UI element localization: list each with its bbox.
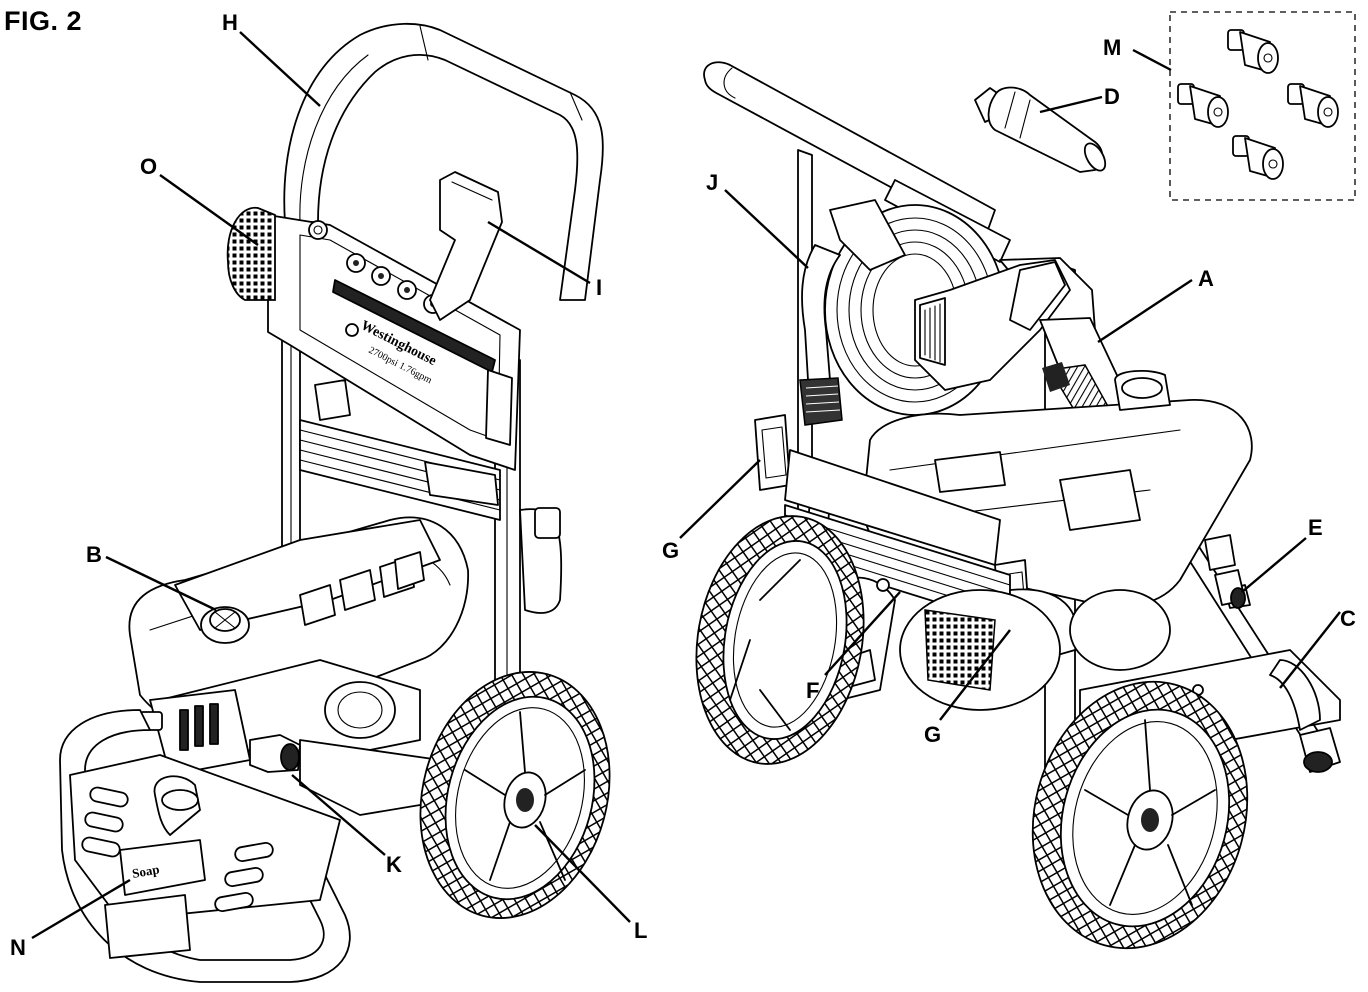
nozzle-tips-box <box>1169 11 1356 201</box>
base-frame: Soap <box>59 709 451 983</box>
leader-G2 <box>939 629 1011 721</box>
gun-holster <box>429 171 503 321</box>
leader-H <box>239 31 321 107</box>
leader-O <box>159 174 259 246</box>
leader-G1 <box>679 459 761 539</box>
pump <box>139 689 301 776</box>
soap-tray-ribs <box>81 786 274 912</box>
callout-L: L <box>634 918 647 943</box>
nozzle-tip <box>1177 83 1229 128</box>
callout-E: E <box>1308 515 1323 540</box>
leader-J <box>724 189 809 269</box>
callout-G-lower: G <box>924 722 941 747</box>
handle <box>283 22 604 301</box>
callout-H: H <box>222 10 238 35</box>
callout-N: N <box>10 935 26 960</box>
leader-N <box>31 878 131 940</box>
callout-O: O <box>140 154 157 179</box>
leader-I <box>487 220 591 285</box>
rear-wheel-right <box>1031 680 1249 950</box>
leader-F <box>824 591 901 676</box>
callout-C: C <box>1340 606 1356 631</box>
callout-I: I <box>596 275 602 300</box>
right-pressure-washer <box>695 11 1356 950</box>
left-pressure-washer: Westinghouse 2700psi 1.76gpm <box>59 22 611 983</box>
water-inlet <box>1214 569 1246 609</box>
engine-fuel-tank <box>128 516 469 736</box>
control-panel: Westinghouse 2700psi 1.76gpm <box>267 214 521 471</box>
rear-motor <box>899 589 1171 711</box>
callout-M: M <box>1103 35 1121 60</box>
rear-wheel-left <box>695 515 865 765</box>
leader-C <box>1279 611 1341 689</box>
leader-K <box>291 774 386 856</box>
callout-K: K <box>386 852 402 877</box>
callout-labels: H O I B K L N J D M A G E C F G <box>10 10 1356 960</box>
leader-M <box>1132 48 1172 72</box>
callout-A: A <box>1198 266 1214 291</box>
turbo-nozzle <box>974 86 1107 173</box>
nozzle-tip <box>1227 29 1279 74</box>
leader-L <box>534 824 631 923</box>
leader-lines <box>31 31 1341 940</box>
left-wheel-spokes <box>464 711 586 881</box>
leader-E <box>1241 537 1307 593</box>
leader-D <box>1039 95 1103 114</box>
leader-B <box>105 555 217 612</box>
rear-hose-assembly <box>299 379 563 614</box>
soap-decal: Soap <box>131 861 161 881</box>
callout-D: D <box>1104 84 1120 109</box>
nozzle-tip <box>1232 135 1284 180</box>
leader-A <box>1097 278 1193 344</box>
figure-title: FIG. 2 <box>4 6 83 36</box>
cord-holder-grid <box>226 207 276 301</box>
left-wheel <box>419 671 611 919</box>
tank-vents <box>299 551 425 626</box>
callout-B: B <box>86 542 102 567</box>
callout-F: F <box>806 678 819 703</box>
callout-G-upper: G <box>662 538 679 563</box>
callout-J: J <box>706 170 718 195</box>
nozzle-tip <box>1287 83 1339 128</box>
